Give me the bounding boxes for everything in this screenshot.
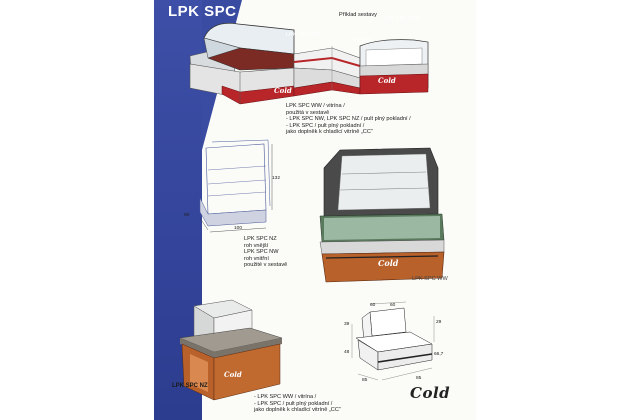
label-lpk-spc-ww: LPK SPC WW [412, 276, 448, 282]
wireframe-cabinet-illustration [199, 139, 273, 233]
scene-heading: Příklad sestavy [339, 12, 377, 18]
label-lpk-spc-nw: LPK SPC NW [286, 32, 320, 38]
corner-assembly-illustration [189, 22, 429, 105]
dim-width-100: 100 [234, 226, 243, 231]
page-title: LPK SPC [168, 3, 237, 20]
cold-logo-ww: Cold [378, 258, 399, 268]
counter-technical-drawing [351, 301, 435, 381]
label-lpk-spc-center: LPK SPC [350, 38, 374, 44]
dim-left-39: 39 [344, 322, 350, 327]
catalog-page: LPK SPC Cold Cold Příklad sestavy LPK SP… [154, 0, 476, 420]
dim-left-48: 48 [344, 350, 350, 355]
corner-description: LPK SPC NZ roh vnější LPK SPC NW roh vni… [244, 236, 288, 269]
label-lpk-spc-ww-top: LPK SPC WW [384, 16, 420, 22]
dim-top-60-b: 60 [390, 303, 396, 308]
corner-counter-illustration [179, 299, 283, 401]
dim-height-132: 132 [272, 176, 281, 181]
showcase-ww-illustration [319, 147, 445, 283]
bottom-description: - LPK SPC WW / vitrína / - LPK SPC / pul… [254, 394, 341, 414]
cold-brand-logo: Cold [410, 384, 451, 402]
dim-bottom-85-a: 85 [362, 378, 368, 383]
top-description: LPK SPC WW / vitrína / použitá v sestavě… [286, 103, 411, 136]
dim-right-66-7: 66,7 [434, 352, 444, 357]
dim-right-29: 29 [436, 320, 442, 325]
cold-logo-nz: Cold [224, 370, 242, 379]
dim-top-60-a: 60 [370, 303, 376, 308]
dim-depth-90: 90 [184, 213, 190, 218]
dim-bottom-85-b: 85 [416, 376, 422, 381]
cold-logo-top-left: Cold [274, 86, 292, 95]
label-lpk-spc-nz: LPK SPC NZ [172, 383, 208, 389]
cold-logo-top-right: Cold [378, 76, 396, 85]
